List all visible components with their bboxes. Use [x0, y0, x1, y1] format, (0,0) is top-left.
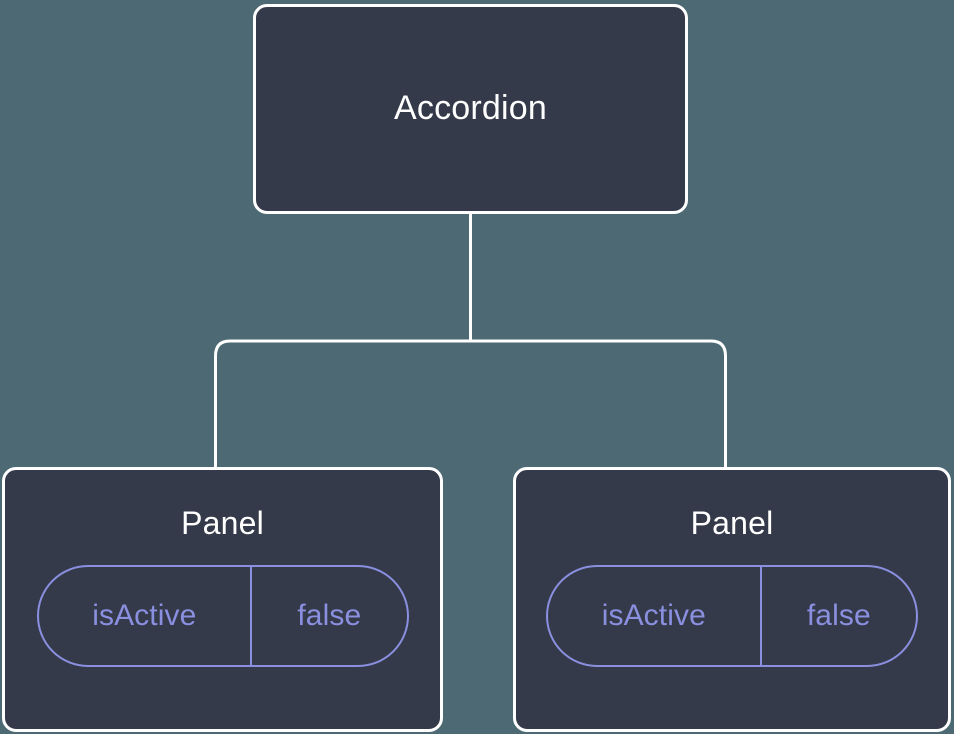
node-panel-1[interactable]: Panel isActive false — [513, 467, 951, 732]
node-accordion-label: Accordion — [394, 89, 547, 128]
state-pill-panel-0-value: false — [297, 599, 362, 633]
node-panel-0-label: Panel — [181, 505, 264, 541]
node-panel-1-label: Panel — [690, 505, 774, 541]
node-panel-0[interactable]: Panel isActive false — [2, 467, 443, 732]
edge-accordion-panel-0 — [214, 339, 471, 470]
state-pill-panel-1-key: isActive — [548, 567, 762, 666]
node-accordion[interactable]: Accordion — [253, 4, 688, 214]
state-pill-panel-0[interactable]: isActive false — [36, 565, 409, 668]
state-pill-panel-1-value: false — [806, 599, 871, 633]
state-pill-panel-1[interactable]: isActive false — [546, 565, 918, 668]
state-pill-panel-0-key: isActive — [39, 567, 253, 666]
edge-accordion-panel-1 — [470, 339, 727, 470]
